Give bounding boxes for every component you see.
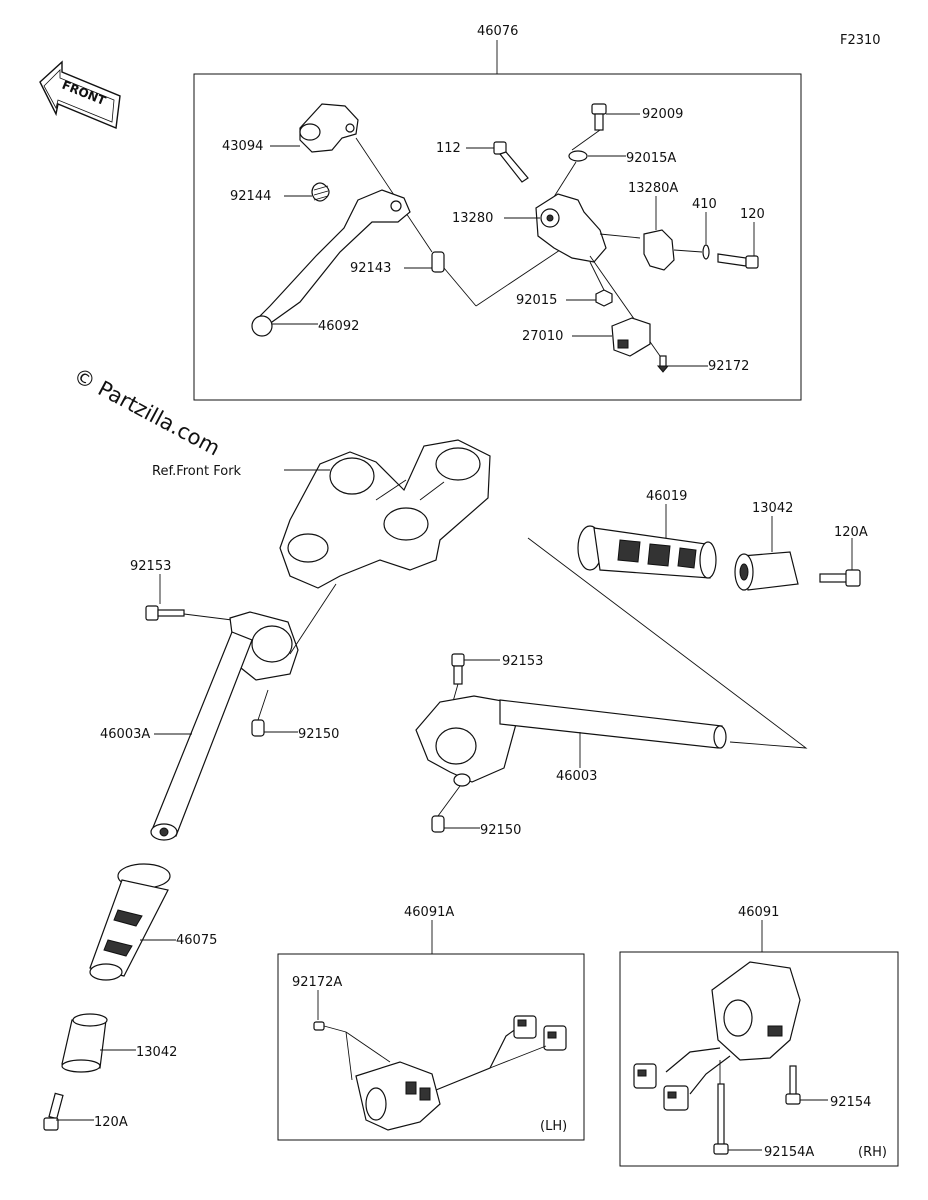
label-92154: 92154: [830, 1095, 871, 1110]
label-92153-right: 92153: [502, 654, 543, 669]
part-92143-collar: [431, 249, 561, 307]
label-112: 112: [436, 141, 461, 156]
label-ref-front-fork: Ref.Front Fork: [152, 464, 242, 479]
part-120A-top-bolt: [819, 538, 861, 587]
label-120A-bottom: 120A: [94, 1115, 128, 1130]
part-rh-switch-housing: [633, 961, 801, 1111]
label-92150-left: 92150: [298, 727, 339, 742]
label-92009: 92009: [642, 107, 683, 122]
label-13280: 13280: [452, 211, 493, 226]
part-92015-nut: [589, 261, 613, 307]
part-92144-spring: [311, 182, 330, 202]
upper-triple-clamp: [279, 439, 491, 589]
lever-assembly-box: 46076 43094 92144 46092: [193, 24, 802, 401]
part-92172-screw: [656, 355, 670, 373]
label-46003: 46003: [556, 769, 597, 784]
label-120A-top: 120A: [834, 525, 868, 540]
part-120A-bottom-bolt: [43, 1092, 94, 1131]
part-lh-switch-housing: [355, 1015, 567, 1131]
label-46091A: 46091A: [404, 905, 454, 920]
label-92143: 92143: [350, 261, 391, 276]
label-92144: 92144: [230, 189, 271, 204]
part-27010-switch: [611, 317, 651, 357]
label-43094: 43094: [222, 139, 263, 154]
label-46075: 46075: [176, 933, 217, 948]
part-13280-body: [535, 193, 661, 357]
part-13280A-clamp: [643, 196, 675, 271]
part-92154-screw: [785, 1065, 828, 1105]
part-92150-left-bolt: [251, 689, 269, 737]
label-46076: 46076: [477, 24, 518, 39]
label-rh: (RH): [858, 1145, 887, 1160]
part-13042-bottom-weight: [61, 1013, 108, 1073]
part-92009-bolt: [571, 103, 607, 151]
part-46092-lever: [251, 189, 411, 337]
part-46075-grip: [89, 863, 171, 981]
label-92172A: 92172A: [292, 975, 342, 990]
figure-code: F2310: [840, 33, 881, 48]
label-92015: 92015: [516, 293, 557, 308]
label-92153-left: 92153: [130, 559, 171, 574]
label-120: 120: [740, 207, 765, 222]
part-120-bolt: [717, 222, 759, 269]
label-92150-right: 92150: [480, 823, 521, 838]
label-27010: 27010: [522, 329, 563, 344]
label-410: 410: [692, 197, 717, 212]
part-92150-right-bolt: [431, 785, 461, 833]
part-43094-holder: [299, 103, 433, 253]
label-13042-bottom: 13042: [136, 1045, 177, 1060]
part-92153-left-bolt: [145, 574, 233, 621]
label-92015A: 92015A: [626, 151, 676, 166]
part-46003A-handlebar: [150, 583, 337, 841]
part-410-washer: [673, 212, 710, 260]
watermark: © Partzilla.com: [70, 363, 224, 460]
part-92172A-screws: [313, 990, 391, 1081]
label-46019: 46019: [646, 489, 687, 504]
part-112-bolt: [493, 141, 529, 183]
part-46019-throttle-grip: [577, 504, 717, 579]
rh-switch-box: 46091 92154 92154A (RH): [619, 905, 899, 1167]
label-13042-top: 13042: [752, 501, 793, 516]
part-92154A-screw: [713, 1060, 762, 1155]
label-46003A: 46003A: [100, 727, 150, 742]
label-46091: 46091: [738, 905, 779, 920]
label-13280A: 13280A: [628, 181, 678, 196]
label-92154A: 92154A: [764, 1145, 814, 1160]
label-92172: 92172: [708, 359, 749, 374]
part-46003-handlebar: [415, 695, 727, 787]
part-92015A-washer: [551, 150, 588, 201]
front-arrow-icon: FRONT: [39, 60, 121, 129]
label-46092: 46092: [318, 319, 359, 334]
label-lh: (LH): [540, 1119, 567, 1134]
part-13042-top-weight: [734, 516, 799, 591]
lh-switch-box: 46091A 92172A (LH): [277, 905, 585, 1141]
guide-triangle: [527, 537, 808, 749]
